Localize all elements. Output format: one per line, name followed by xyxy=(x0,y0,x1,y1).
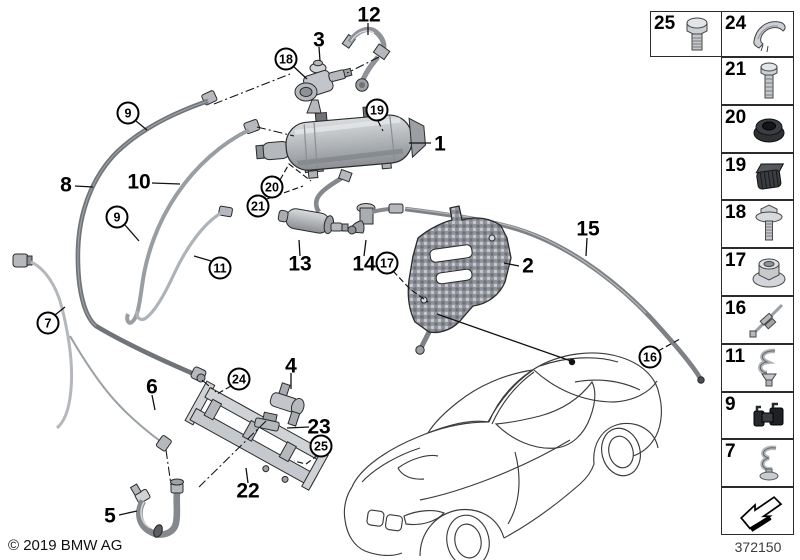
construction-lines xyxy=(165,56,380,488)
callout-2[interactable]: 2 xyxy=(522,254,534,278)
rubber-cap-icon xyxy=(746,157,792,197)
sidebar-item-20[interactable]: 20 xyxy=(721,104,794,153)
callout-circle-19[interactable]: 19 xyxy=(365,98,389,122)
callout-4[interactable]: 4 xyxy=(285,354,297,378)
sidebar-item-11[interactable]: 11 xyxy=(721,343,794,392)
sidebar-item-24[interactable]: 24 xyxy=(721,11,794,57)
copyright-text: © 2019 BMW AG xyxy=(8,537,123,554)
rubber-grommet-icon xyxy=(746,109,792,149)
callout-circle-11[interactable]: 11 xyxy=(208,256,232,280)
hose-clip-icon xyxy=(746,443,792,483)
callout-circle-7[interactable]: 7 xyxy=(36,311,60,335)
callout-12[interactable]: 12 xyxy=(357,3,381,27)
scavenging-line-8 xyxy=(75,90,218,383)
sidebar-item-number: 25 xyxy=(654,13,676,34)
callout-23[interactable]: 23 xyxy=(307,415,331,439)
callout-8[interactable]: 8 xyxy=(60,173,72,197)
sidebar-item-number: 19 xyxy=(725,154,747,176)
vent-valve-3 xyxy=(294,59,353,114)
sidebar-item-number: 16 xyxy=(725,298,747,319)
callout-5[interactable]: 5 xyxy=(104,504,116,528)
callout-circle-17[interactable]: 17 xyxy=(375,251,399,275)
callout-3[interactable]: 3 xyxy=(313,28,325,52)
sidebar-item-25[interactable]: 25 xyxy=(650,11,722,57)
leader-lines xyxy=(54,23,588,516)
car-location-dot xyxy=(568,358,576,366)
sidebar-item-17[interactable]: 17 xyxy=(721,248,794,296)
callout-22[interactable]: 22 xyxy=(236,479,260,503)
sidebar-item-number: 11 xyxy=(725,345,746,367)
diagram-number: 372150 xyxy=(734,539,782,555)
line-6 xyxy=(69,335,172,452)
callout-15[interactable]: 15 xyxy=(576,217,600,241)
sidebar-item-number: 7 xyxy=(725,441,736,463)
silencer-13 xyxy=(277,208,349,235)
pipe-nut xyxy=(337,168,353,183)
sidebar-item-21[interactable]: 21 xyxy=(721,57,794,105)
fuel-line-11 xyxy=(135,205,233,322)
hose-15 xyxy=(371,203,705,384)
sidebar-item-nav-arrow[interactable] xyxy=(721,487,794,535)
callout-circle-18[interactable]: 18 xyxy=(274,47,298,71)
kidney-grille xyxy=(366,509,404,532)
double-clip-icon xyxy=(746,396,792,436)
spring-clamp-icon xyxy=(746,15,792,55)
scavenging-line-10 xyxy=(125,119,261,325)
mounting-rail-22 xyxy=(184,380,329,491)
sidebar-item-number: 20 xyxy=(725,106,747,128)
carbon-canister-1 xyxy=(255,105,426,179)
connecting-pipe xyxy=(313,174,347,214)
callout-1[interactable]: 1 xyxy=(434,132,446,156)
callout-14[interactable]: 14 xyxy=(352,252,376,276)
sidebar-item-7[interactable]: 7 xyxy=(721,439,794,488)
fuel-line-7 xyxy=(12,253,74,430)
back-arrow-icon xyxy=(726,492,791,532)
long-bolt-icon xyxy=(746,61,792,101)
pipe-clip-icon xyxy=(746,348,792,388)
elbow-14 xyxy=(347,203,376,235)
callout-circle-9[interactable]: 9 xyxy=(116,101,140,125)
callout-circle-25[interactable]: 25 xyxy=(309,434,333,458)
mounting-bracket-2 xyxy=(407,205,512,355)
sidebar-item-number: 24 xyxy=(725,13,747,34)
hose-5 xyxy=(129,478,184,538)
callout-circle-21[interactable]: 21 xyxy=(246,194,270,218)
sidebar-item-9[interactable]: 9 xyxy=(721,391,794,440)
callout-circle-24[interactable]: 24 xyxy=(227,367,251,391)
valve-4 xyxy=(269,382,305,427)
clip-23 xyxy=(254,411,280,432)
hex-bolt-icon xyxy=(674,15,720,55)
callout-13[interactable]: 13 xyxy=(288,252,312,276)
sidebar-item-number: 21 xyxy=(725,59,747,80)
car-outline xyxy=(343,352,662,560)
callout-10[interactable]: 10 xyxy=(127,170,151,194)
sidebar-item-18[interactable]: 18 xyxy=(721,200,794,249)
sidebar-item-19[interactable]: 19 xyxy=(721,152,794,201)
callout-circle-16[interactable]: 16 xyxy=(638,345,662,369)
sidebar-item-16[interactable]: 16 xyxy=(721,296,794,344)
flange-nut-icon xyxy=(746,252,792,292)
dashed-leaders xyxy=(216,120,681,465)
callout-circle-9[interactable]: 9 xyxy=(105,205,129,229)
callout-circle-20[interactable]: 20 xyxy=(260,175,284,199)
sidebar-item-number: 18 xyxy=(725,202,747,224)
callout-6[interactable]: 6 xyxy=(146,375,158,399)
flange-screw-icon xyxy=(746,204,792,244)
sidebar-item-number: 9 xyxy=(725,393,736,415)
cable-tie-icon xyxy=(746,300,792,340)
vent-pipe-12 xyxy=(341,26,391,92)
sidebar-item-number: 17 xyxy=(725,250,747,272)
